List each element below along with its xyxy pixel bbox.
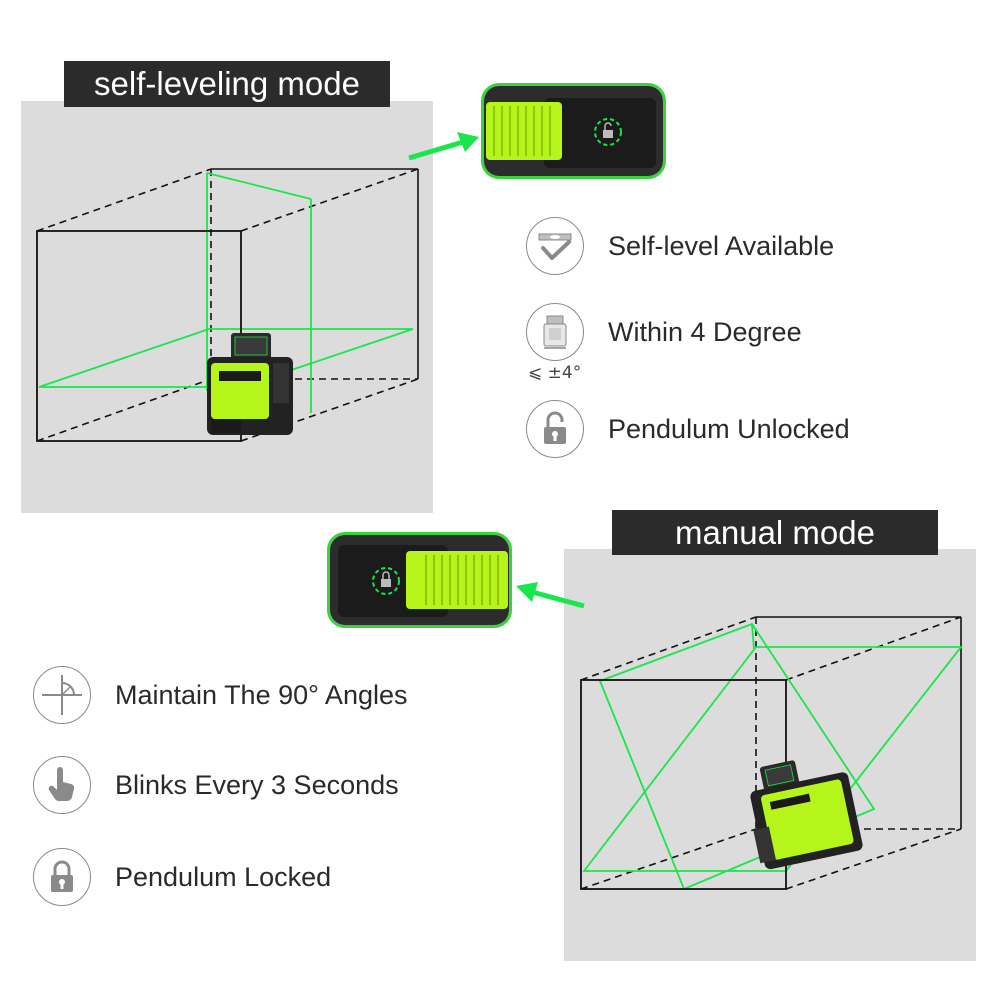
laser-level-device <box>207 333 293 435</box>
feature-pendulum-locked: Pendulum Locked <box>33 848 331 906</box>
locked-indicator <box>372 567 400 595</box>
feature-maintain-90-angles: Maintain The 90° Angles <box>33 666 408 724</box>
room-depth-edges <box>36 168 419 442</box>
manual-room-illustration <box>580 616 963 891</box>
feature-label: Pendulum Locked <box>115 861 332 892</box>
unlocked-indicator <box>594 118 622 146</box>
laser-device-tilt-icon <box>526 303 584 361</box>
feature-pendulum-unlocked: Pendulum Unlocked <box>526 400 850 458</box>
feature-label: Blinks Every 3 Seconds <box>115 769 399 800</box>
manual-mode-title: manual mode <box>612 510 938 555</box>
finger-tap-icon <box>33 756 91 814</box>
feature-self-level-available: Self-level Available <box>526 217 834 275</box>
arrow-to-locked-closeup <box>516 582 585 609</box>
room-depth-edges <box>580 616 962 890</box>
laser-level-device <box>750 760 863 870</box>
unlocked-switch-closeup <box>481 83 666 179</box>
feature-blinks-every-3-seconds: Blinks Every 3 Seconds <box>33 756 399 814</box>
bubble-level-check-icon <box>526 217 584 275</box>
feature-label: Pendulum Unlocked <box>608 413 850 444</box>
laser-horizontal-plane <box>38 328 414 388</box>
feature-label: Maintain The 90° Angles <box>115 679 408 710</box>
feature-label: Within 4 Degree <box>608 316 802 347</box>
padlock-locked-icon <box>33 848 91 906</box>
room-back-face <box>210 168 419 380</box>
self-leveling-room-illustration <box>36 168 419 442</box>
self-leveling-mode-title: self-leveling mode <box>64 61 390 107</box>
laser-lines <box>38 172 414 413</box>
laser-tilted-plane-2 <box>598 622 876 891</box>
laser-lines <box>582 622 963 891</box>
laser-tilted-plane-1 <box>582 646 963 872</box>
feature-label: Self-level Available <box>608 230 835 261</box>
slider-switch-unlocked <box>486 102 562 160</box>
padlock-unlocked-icon <box>526 400 584 458</box>
locked-switch-closeup <box>327 532 512 628</box>
angle-90-degree-icon <box>33 666 91 724</box>
arrow-to-unlocked-closeup <box>408 132 479 161</box>
feature-within-4-degree: Within 4 Degree <box>526 303 802 361</box>
slider-switch-locked <box>406 551 508 609</box>
tilt-range-caption: ⩽ ±4° <box>528 363 582 383</box>
